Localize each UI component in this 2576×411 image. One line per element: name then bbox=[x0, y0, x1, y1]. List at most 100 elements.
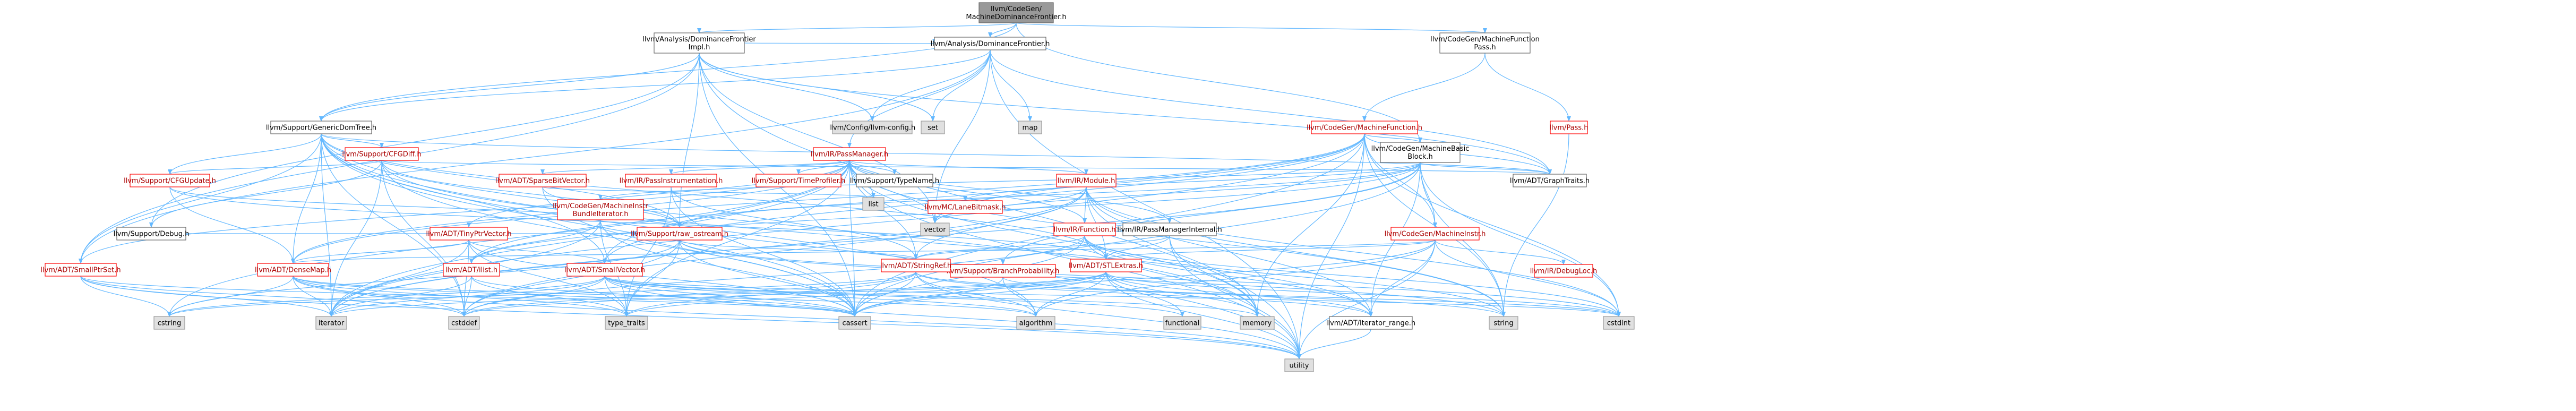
node-utility: utility bbox=[1284, 358, 1314, 372]
edge-rawostream-to-stringref bbox=[679, 239, 918, 260]
node-pass[interactable]: llvm/Pass.h bbox=[1549, 121, 1588, 134]
edge-gdt-to-cfgdiff bbox=[321, 133, 384, 148]
edge-irmodule-to-vector bbox=[933, 186, 1087, 224]
node-box bbox=[1513, 174, 1587, 187]
edge-cgmi-to-densemap bbox=[291, 239, 1436, 264]
node-box bbox=[625, 174, 717, 187]
node-label: map bbox=[1023, 124, 1038, 132]
node-box bbox=[45, 263, 117, 277]
edge-stringref-to-typetraits bbox=[624, 271, 916, 317]
edge-cfgdiff-to-cstddef bbox=[381, 160, 466, 317]
edge-adfi-to-config bbox=[699, 53, 874, 122]
node-label: llvm/Support/TypeName.h bbox=[850, 177, 939, 185]
node-stringref[interactable]: llvm/ADT/StringRef.h bbox=[880, 259, 951, 272]
node-smallvector[interactable]: llvm/ADT/SmallVector.h bbox=[564, 263, 645, 277]
node-densemap[interactable]: llvm/ADT/DenseMap.h bbox=[255, 263, 331, 277]
edge-cgmi-to-cstdint bbox=[1435, 239, 1621, 317]
edge-rawostream-to-cassert bbox=[679, 239, 857, 317]
edge-irpm-to-irpi bbox=[669, 160, 850, 175]
node-typename[interactable]: llvm/Support/TypeName.h bbox=[850, 174, 939, 187]
node-label: type_traits bbox=[608, 320, 645, 328]
node-root[interactable]: llvm/CodeGen/MachineDominanceFrontier.h bbox=[966, 2, 1067, 23]
edge-cgmbb-to-rawostream bbox=[677, 162, 1421, 228]
node-adf[interactable]: llvm/Analysis/DominanceFrontier.h bbox=[931, 37, 1050, 50]
edge-gdt-to-utility bbox=[321, 133, 1301, 359]
node-label: llvm/Support/TimeProfiler.h bbox=[752, 177, 846, 185]
edge-irpm-to-string bbox=[849, 160, 1506, 317]
node-irmodule[interactable]: llvm/IR/Module.h bbox=[1056, 174, 1117, 187]
node-label: llvm/ADT/GraphTraits.h bbox=[1510, 177, 1590, 185]
node-typetraits: type_traits bbox=[605, 316, 648, 330]
edge-tpv-to-iterator bbox=[329, 239, 469, 317]
node-irfunction[interactable]: llvm/IR/Function.h bbox=[1053, 222, 1116, 236]
node-irdebugloc[interactable]: llvm/IR/DebugLoc.h bbox=[1530, 264, 1597, 278]
edge-ilist-to-typetraits bbox=[471, 276, 629, 317]
edge-stlextras-to-cstddef bbox=[462, 271, 1106, 317]
edge-cgmi-to-cassert bbox=[853, 239, 1436, 317]
node-irpm[interactable]: llvm/IR/PassManager.h bbox=[811, 147, 888, 161]
node-iterrange[interactable]: llvm/ADT/iterator_range.h bbox=[1326, 316, 1415, 330]
edge-pmi-to-stlextras bbox=[1104, 235, 1170, 260]
node-box bbox=[430, 227, 508, 241]
edge-adf-to-vector bbox=[933, 49, 991, 224]
node-label: set bbox=[928, 124, 938, 132]
node-cgmibi[interactable]: llvm/CodeGen/MachineInstrBundleIterator.… bbox=[553, 199, 648, 220]
edge-sbv-to-list bbox=[542, 186, 875, 198]
node-irpi[interactable]: llvm/IR/PassInstrumentation.h bbox=[620, 174, 723, 187]
edge-cfgupdate-to-stlextras bbox=[169, 186, 1108, 260]
node-cgmi[interactable]: llvm/CodeGen/MachineInstr.h bbox=[1385, 227, 1486, 241]
node-bp[interactable]: llvm/Support/BranchProbability.h bbox=[947, 264, 1060, 278]
edge-cgmbb-to-cstdint bbox=[1420, 162, 1621, 317]
edge-densemap-to-typetraits bbox=[293, 276, 629, 317]
node-cassert: cassert bbox=[838, 316, 871, 330]
edge-cfgdiff-to-iterrange bbox=[381, 160, 1373, 317]
node-box bbox=[1240, 316, 1275, 330]
edge-stlextras-to-memory bbox=[1105, 271, 1259, 317]
node-ilist[interactable]: llvm/ADT/ilist.h bbox=[443, 263, 500, 277]
node-cfgdiff[interactable]: llvm/Support/CFGDiff.h bbox=[342, 147, 422, 161]
node-map: map bbox=[1018, 121, 1042, 134]
node-box bbox=[443, 263, 500, 277]
edge-stringref-to-cassert bbox=[853, 271, 916, 317]
edge-adfi-to-adf bbox=[744, 38, 935, 44]
node-pmi[interactable]: llvm/IR/PassManagerInternal.h bbox=[1117, 222, 1222, 236]
edge-stlextras-to-cassert bbox=[853, 271, 1106, 317]
node-gdt[interactable]: llvm/Support/GenericDomTree.h bbox=[266, 121, 376, 134]
edge-adf-to-gdt bbox=[319, 49, 991, 122]
edge-stringref-to-cstring bbox=[167, 271, 916, 317]
edge-stlextras-to-utility bbox=[1105, 271, 1301, 359]
node-cfgupdate[interactable]: llvm/Support/CFGUpdate.h bbox=[124, 174, 216, 187]
edge-irpm-to-tpt bbox=[796, 160, 850, 175]
edge-pmi-to-memory bbox=[1169, 235, 1259, 317]
edge-cgmbb-to-cassert bbox=[853, 162, 1421, 317]
node-label: Block.h bbox=[1407, 153, 1433, 161]
node-rawostream[interactable]: llvm/Support/raw_ostream.h bbox=[631, 227, 728, 241]
node-box bbox=[116, 227, 186, 241]
edge-cgmbb-to-cgmibi bbox=[598, 162, 1421, 200]
node-label: llvm/IR/Module.h bbox=[1058, 177, 1115, 185]
node-label: cstddef bbox=[451, 320, 477, 328]
node-box bbox=[881, 259, 951, 272]
node-cgmf[interactable]: llvm/CodeGen/MachineFunction.h bbox=[1307, 121, 1422, 134]
node-graphtraits[interactable]: llvm/ADT/GraphTraits.h bbox=[1510, 174, 1590, 187]
edge-densemap-to-cstddef bbox=[293, 276, 466, 317]
node-tpv[interactable]: llvm/ADT/TinyPtrVector.h bbox=[426, 227, 512, 241]
node-tpt[interactable]: llvm/Support/TimeProfiler.h bbox=[752, 174, 846, 187]
node-box bbox=[838, 316, 871, 330]
node-sbv[interactable]: llvm/ADT/SparseBitVector.h bbox=[495, 174, 590, 187]
node-box bbox=[1439, 32, 1531, 54]
node-stlextras[interactable]: llvm/ADT/STLExtras.h bbox=[1069, 259, 1143, 272]
node-config: llvm/Config/llvm-config.h bbox=[829, 121, 915, 134]
node-smallptrset[interactable]: llvm/ADT/SmallPtrSet.h bbox=[40, 263, 121, 277]
edge-cgmf-to-ilist bbox=[469, 133, 1365, 264]
node-label: llvm/ADT/iterator_range.h bbox=[1326, 320, 1415, 328]
node-debug[interactable]: llvm/Support/Debug.h bbox=[114, 227, 190, 241]
edge-adfi-to-vector bbox=[699, 53, 937, 224]
edge-irmodule-to-cstdint bbox=[1086, 186, 1621, 317]
node-box bbox=[978, 2, 1054, 23]
node-mclane[interactable]: llvm/MC/LaneBitmask.h bbox=[924, 200, 1006, 214]
edge-ilist-to-iterator bbox=[329, 276, 472, 317]
